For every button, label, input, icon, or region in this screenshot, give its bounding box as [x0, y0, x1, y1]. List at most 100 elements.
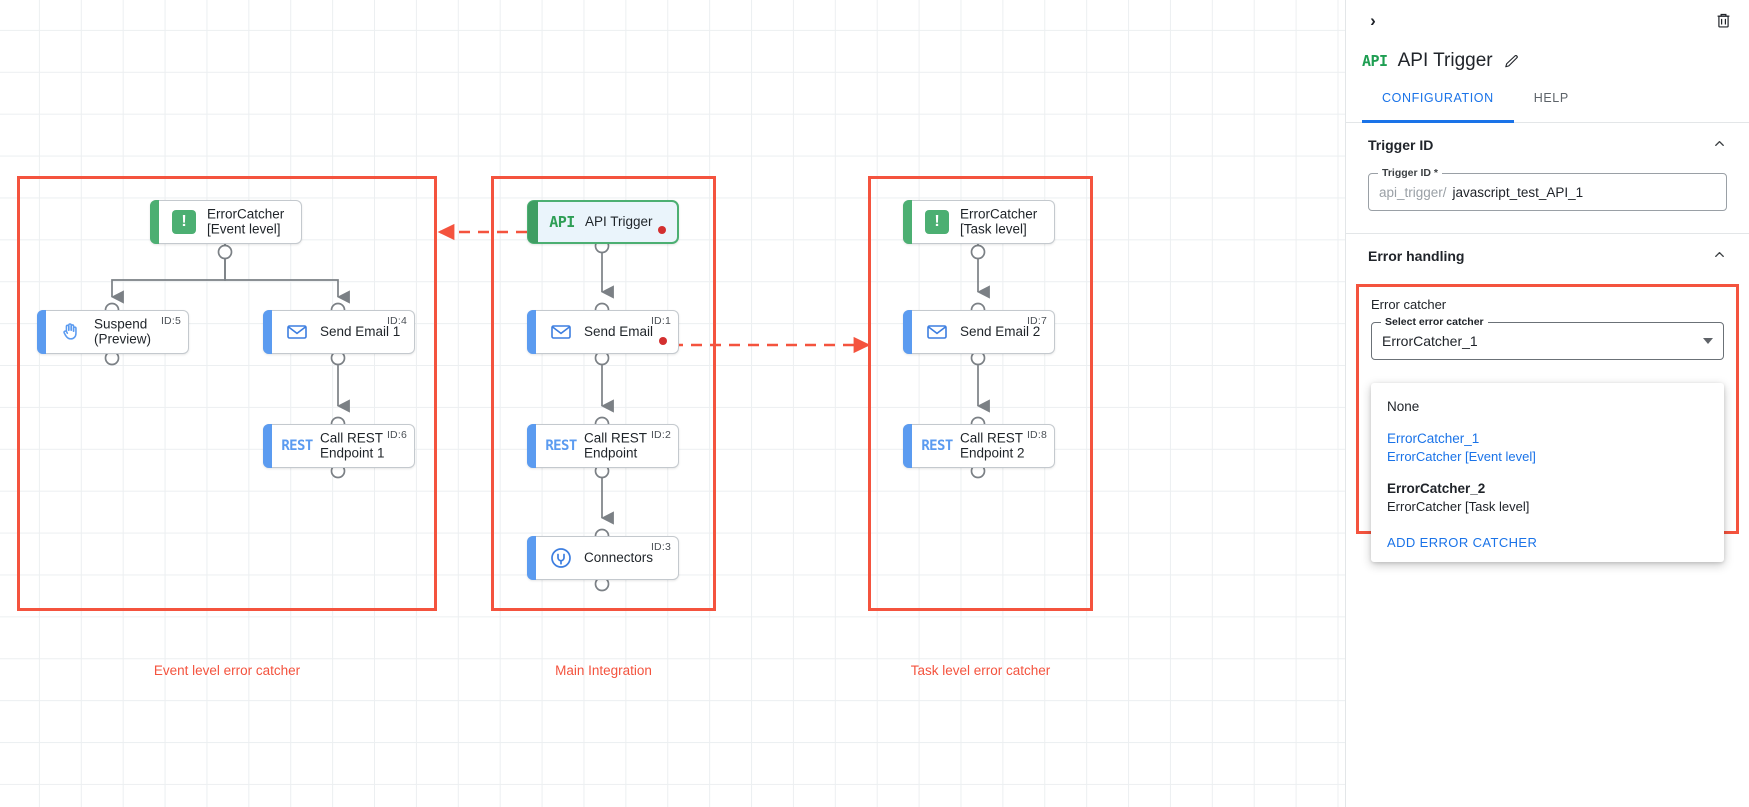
dropdown-option-errorcatcher-1[interactable]: ErrorCatcher_1 ErrorCatcher [Event level…	[1371, 423, 1724, 473]
event-level-group-label: Event level error catcher	[153, 663, 301, 678]
node-title: Connectors	[584, 549, 654, 565]
node-id-label: ID:7	[1026, 315, 1047, 327]
workflow-canvas[interactable]: Event level error catcher Main Integrati…	[0, 0, 1345, 807]
node-send-email-1[interactable]: Send Email 1 ID:4	[263, 310, 415, 354]
error-indicator-dot	[659, 337, 667, 345]
select-error-catcher-value: ErrorCatcher_1	[1382, 333, 1478, 349]
error-handling-heading: Error handling	[1368, 248, 1465, 264]
trigger-id-heading: Trigger ID	[1368, 137, 1434, 153]
chevron-down-icon[interactable]	[1703, 338, 1713, 344]
main-integration-group-box	[491, 176, 716, 611]
node-title: Send Email	[584, 323, 654, 339]
rest-icon: REST	[545, 438, 577, 454]
trigger-id-section-header[interactable]: Trigger ID	[1346, 123, 1749, 167]
option-sublabel: ErrorCatcher [Task level]	[1387, 499, 1530, 514]
node-title: Call REST Endpoint	[584, 430, 648, 460]
option-label: None	[1387, 399, 1420, 414]
option-sublabel: ErrorCatcher [Event level]	[1387, 449, 1536, 464]
dropdown-option-errorcatcher-2[interactable]: ErrorCatcher_2 ErrorCatcher [Task level]	[1371, 473, 1724, 523]
error-catcher-dropdown: None ErrorCatcher_1 ErrorCatcher [Event …	[1371, 383, 1724, 562]
node-accent	[527, 536, 536, 580]
node-accent	[150, 200, 159, 244]
tab-configuration[interactable]: CONFIGURATION	[1362, 89, 1514, 123]
chevron-up-icon[interactable]	[1712, 136, 1727, 154]
node-id-label: ID:2	[650, 429, 671, 441]
properties-panel: › API API Trigger CONFIGURATION HEL	[1345, 0, 1749, 807]
chevron-up-icon[interactable]	[1712, 247, 1727, 265]
node-title: Call REST Endpoint 2	[960, 430, 1025, 460]
task-level-group-label: Task level error catcher	[910, 663, 1051, 678]
node-accent	[263, 310, 272, 354]
node-suspend[interactable]: Suspend (Preview) ID:5	[37, 310, 189, 354]
node-accent	[37, 310, 46, 354]
trigger-id-input[interactable]: Trigger ID * api_trigger/ javascript_tes…	[1368, 167, 1727, 211]
node-title: Suspend (Preview)	[94, 316, 152, 346]
node-title: API Trigger	[585, 213, 653, 229]
panel-title-row: API API Trigger	[1346, 40, 1749, 80]
node-accent	[263, 424, 272, 468]
node-title: Call REST Endpoint 1	[320, 430, 385, 460]
node-connectors[interactable]: Connectors ID:3	[527, 536, 679, 580]
event-level-group-box	[17, 176, 437, 611]
delete-icon[interactable]	[1711, 8, 1735, 32]
node-id-label: ID:3	[650, 541, 671, 553]
node-call-rest-endpoint-1[interactable]: REST Call REST Endpoint 1 ID:6	[263, 424, 415, 468]
node-id-label: ID:6	[386, 429, 407, 441]
node-accent	[527, 310, 536, 354]
node-errorcatcher-task[interactable]: ! ErrorCatcher [Task level]	[903, 200, 1055, 244]
trigger-id-legend: Trigger ID *	[1378, 167, 1443, 179]
node-id-label: ID:4	[386, 315, 407, 327]
node-api-trigger[interactable]: API API Trigger	[527, 200, 679, 244]
dropdown-option-none[interactable]: None	[1371, 391, 1724, 423]
node-title: ErrorCatcher [Event level]	[207, 206, 285, 236]
node-accent	[903, 310, 912, 354]
hand-icon	[58, 319, 84, 345]
option-label: ErrorCatcher_2	[1387, 481, 1486, 496]
node-title: Send Email 2	[960, 323, 1041, 339]
panel-topbar: ›	[1346, 0, 1749, 40]
api-icon: API	[549, 213, 575, 231]
node-send-email-2[interactable]: Send Email 2 ID:7	[903, 310, 1055, 354]
node-accent	[903, 424, 912, 468]
error-handling-section-header[interactable]: Error handling	[1346, 234, 1749, 278]
rest-icon: REST	[921, 438, 953, 454]
node-title: ErrorCatcher [Task level]	[960, 206, 1038, 236]
trigger-id-prefix: api_trigger/	[1379, 184, 1447, 200]
error-indicator-dot	[658, 226, 666, 234]
envelope-icon	[924, 319, 950, 345]
error-catcher-card: Error catcher Select error catcher Error…	[1356, 284, 1739, 562]
trigger-id-field-wrap: Trigger ID * api_trigger/ javascript_tes…	[1368, 167, 1727, 211]
panel-divider	[1346, 233, 1749, 234]
task-level-group-box	[868, 176, 1093, 611]
node-title: Send Email 1	[320, 323, 401, 339]
edit-pencil-icon[interactable]	[1503, 53, 1520, 70]
option-label: ErrorCatcher_1	[1387, 431, 1480, 446]
node-accent	[528, 201, 538, 243]
trigger-id-value: javascript_test_API_1	[1452, 184, 1584, 200]
error-catcher-card-title: Error catcher	[1371, 297, 1447, 312]
node-id-label: ID:5	[160, 315, 181, 327]
collapse-panel-icon[interactable]: ›	[1370, 11, 1376, 30]
node-id-label: ID:1	[650, 315, 671, 327]
node-errorcatcher-event[interactable]: ! ErrorCatcher [Event level]	[150, 200, 302, 244]
tab-help[interactable]: HELP	[1533, 91, 1569, 105]
envelope-icon	[548, 319, 574, 345]
exclamation-icon: !	[924, 209, 950, 235]
node-call-rest-endpoint[interactable]: REST Call REST Endpoint ID:2	[527, 424, 679, 468]
exclamation-icon: !	[171, 209, 197, 235]
node-call-rest-endpoint-2[interactable]: REST Call REST Endpoint 2 ID:8	[903, 424, 1055, 468]
main-integration-group-label: Main Integration	[555, 663, 652, 678]
add-error-catcher-button[interactable]: ADD ERROR CATCHER	[1387, 535, 1538, 550]
panel-tabs: CONFIGURATION HELP	[1346, 89, 1749, 123]
connectors-icon	[548, 545, 574, 571]
rest-icon: REST	[281, 438, 313, 454]
select-error-catcher[interactable]: Select error catcher ErrorCatcher_1	[1371, 316, 1724, 360]
node-send-email[interactable]: Send Email ID:1	[527, 310, 679, 354]
page-title: API Trigger	[1397, 50, 1493, 71]
envelope-icon	[284, 319, 310, 345]
node-id-label: ID:8	[1026, 429, 1047, 441]
api-icon: API	[1362, 52, 1388, 70]
select-error-catcher-legend: Select error catcher	[1381, 316, 1488, 328]
node-accent	[527, 424, 536, 468]
